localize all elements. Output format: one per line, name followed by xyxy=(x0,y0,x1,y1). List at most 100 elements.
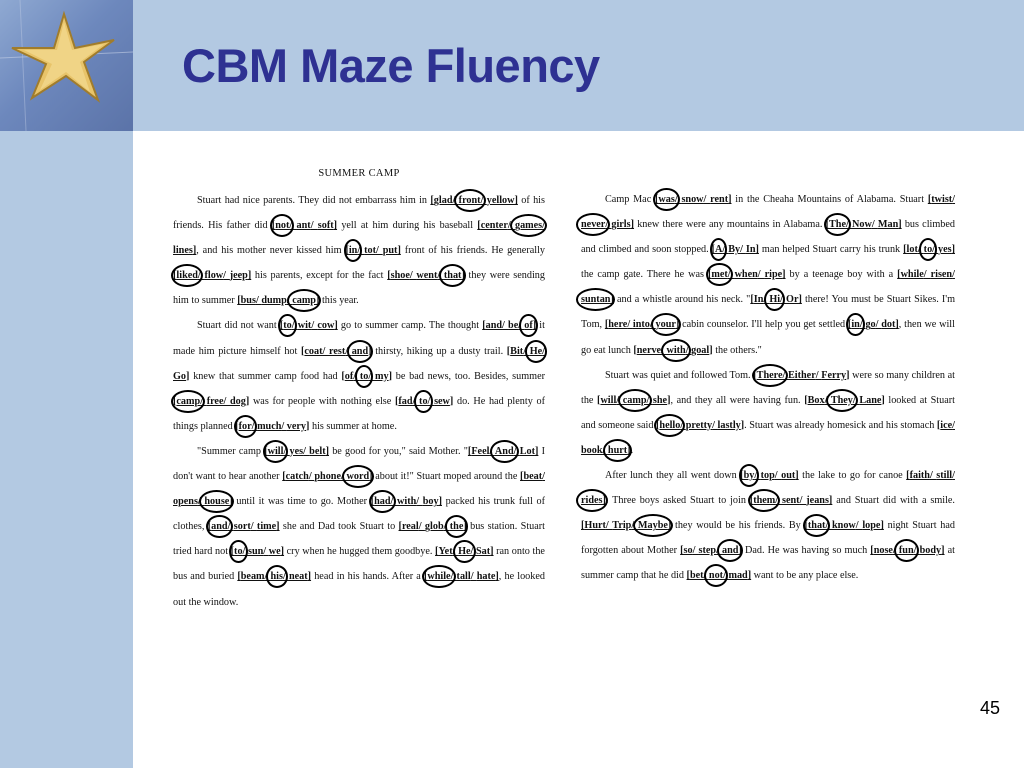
maze-option[interactable]: know xyxy=(831,520,856,532)
maze-option-selected[interactable]: that xyxy=(807,520,826,532)
maze-option[interactable]: By xyxy=(728,244,741,256)
maze-option-selected[interactable]: not xyxy=(275,220,290,232)
maze-option[interactable]: my xyxy=(374,370,389,382)
maze-option-selected[interactable]: to xyxy=(234,546,243,558)
maze-option-selected[interactable]: house xyxy=(204,496,230,508)
maze-option[interactable]: neat xyxy=(288,571,308,583)
maze-option[interactable]: sew xyxy=(434,395,450,407)
maze-option-selected[interactable]: word xyxy=(346,471,370,483)
maze-option-selected[interactable]: with xyxy=(666,344,686,356)
maze-option[interactable]: nose xyxy=(873,545,893,557)
maze-option[interactable]: nerve xyxy=(636,344,662,356)
maze-option-selected[interactable]: that xyxy=(443,270,462,282)
maze-option[interactable]: Bit xyxy=(510,345,524,357)
maze-option-selected[interactable]: games xyxy=(514,220,543,232)
maze-option[interactable]: flow xyxy=(204,270,224,282)
maze-option-selected[interactable]: and xyxy=(211,521,228,533)
maze-option-selected[interactable]: hello xyxy=(659,419,681,431)
maze-option[interactable]: center xyxy=(480,220,508,232)
maze-option[interactable]: yes xyxy=(937,244,952,256)
maze-option-selected[interactable]: A xyxy=(715,244,723,256)
maze-option[interactable]: sort xyxy=(233,521,251,533)
maze-option[interactable]: real xyxy=(401,521,419,533)
maze-option[interactable]: jeans xyxy=(806,495,829,507)
maze-option-selected[interactable]: his xyxy=(270,571,283,583)
maze-option-selected[interactable]: Maybe xyxy=(637,520,668,532)
maze-option-selected[interactable]: Hi xyxy=(769,294,781,306)
maze-option[interactable]: with xyxy=(397,496,417,508)
maze-option-selected[interactable]: never xyxy=(581,219,606,231)
maze-option[interactable]: risen xyxy=(930,269,953,281)
maze-option-selected[interactable]: front xyxy=(458,195,481,206)
maze-option-selected[interactable]: And xyxy=(494,445,514,457)
maze-option[interactable]: Yet xyxy=(438,546,453,558)
maze-option-selected[interactable]: and xyxy=(722,545,739,557)
maze-option[interactable]: snow xyxy=(681,194,704,205)
maze-option[interactable]: glad xyxy=(433,195,453,206)
maze-option-selected[interactable]: camp xyxy=(176,395,201,407)
maze-option[interactable]: Lot xyxy=(519,445,535,457)
maze-option-selected[interactable]: There xyxy=(756,369,783,381)
maze-option[interactable]: still xyxy=(936,470,953,482)
maze-option[interactable]: dump xyxy=(261,295,287,307)
maze-option-selected[interactable]: of xyxy=(524,320,533,332)
maze-option-selected[interactable]: to xyxy=(359,370,369,382)
maze-option[interactable]: we xyxy=(268,546,281,558)
maze-option[interactable]: dog xyxy=(230,395,246,407)
maze-option[interactable]: out xyxy=(781,470,796,482)
maze-option-selected[interactable]: suntan xyxy=(581,294,611,306)
maze-option[interactable]: top xyxy=(760,470,775,482)
maze-option[interactable]: glob xyxy=(424,521,444,533)
maze-option[interactable]: much xyxy=(257,420,282,432)
maze-option[interactable]: be xyxy=(508,320,519,332)
maze-option-selected[interactable]: by xyxy=(743,470,755,482)
maze-option-selected[interactable]: to xyxy=(419,395,428,407)
maze-option[interactable]: when xyxy=(734,269,758,281)
maze-option[interactable]: lot xyxy=(906,244,918,256)
maze-option-selected[interactable]: and xyxy=(351,345,369,357)
maze-option[interactable]: book xyxy=(581,444,603,456)
maze-option[interactable]: shoe xyxy=(390,270,410,282)
maze-option[interactable]: fad xyxy=(398,395,413,407)
maze-option[interactable]: yes xyxy=(289,445,304,457)
maze-option[interactable]: tot xyxy=(364,245,376,257)
maze-option-selected[interactable]: hurt xyxy=(607,444,628,456)
maze-option-selected[interactable]: rides xyxy=(581,495,603,507)
maze-option[interactable]: free xyxy=(206,395,224,407)
maze-option[interactable]: put xyxy=(382,245,398,257)
maze-option[interactable]: mad xyxy=(728,570,748,582)
maze-option[interactable]: Man xyxy=(877,219,899,231)
maze-option[interactable]: catch xyxy=(285,471,309,483)
maze-option[interactable]: rent xyxy=(710,194,729,205)
maze-option-selected[interactable]: the xyxy=(449,521,464,533)
maze-option[interactable]: go xyxy=(865,319,876,331)
maze-option[interactable]: Now xyxy=(852,219,872,231)
maze-option[interactable]: Hurt xyxy=(584,520,606,532)
maze-option[interactable]: Trip xyxy=(612,520,632,532)
maze-option[interactable]: will xyxy=(600,394,617,406)
maze-option[interactable]: goal xyxy=(691,344,710,356)
maze-option[interactable]: wit xyxy=(297,320,312,332)
maze-option[interactable]: Go xyxy=(173,370,187,382)
maze-option[interactable]: body xyxy=(919,545,942,557)
maze-option[interactable]: time xyxy=(256,521,277,533)
maze-option-selected[interactable]: fun xyxy=(898,545,914,557)
maze-option[interactable]: lastly xyxy=(717,419,741,431)
maze-option-selected[interactable]: They xyxy=(830,394,853,406)
maze-option[interactable]: boy xyxy=(422,496,439,508)
maze-option-selected[interactable]: will xyxy=(267,445,284,457)
maze-option[interactable]: here xyxy=(608,319,628,331)
maze-option[interactable]: ice xyxy=(940,419,953,431)
maze-option[interactable]: hate xyxy=(476,571,496,583)
maze-option[interactable]: In xyxy=(745,244,756,256)
maze-option[interactable]: Ferry xyxy=(821,369,847,381)
maze-option[interactable]: she xyxy=(652,394,668,406)
maze-option[interactable]: Feel xyxy=(471,445,490,457)
maze-option[interactable]: lope xyxy=(862,520,881,532)
maze-option[interactable]: rest xyxy=(329,345,346,357)
maze-option[interactable]: of xyxy=(344,370,354,382)
maze-option[interactable]: Or xyxy=(786,294,799,306)
maze-option[interactable]: beam xyxy=(240,571,265,583)
maze-option-selected[interactable]: He xyxy=(529,345,543,357)
maze-option[interactable]: In xyxy=(753,294,764,306)
